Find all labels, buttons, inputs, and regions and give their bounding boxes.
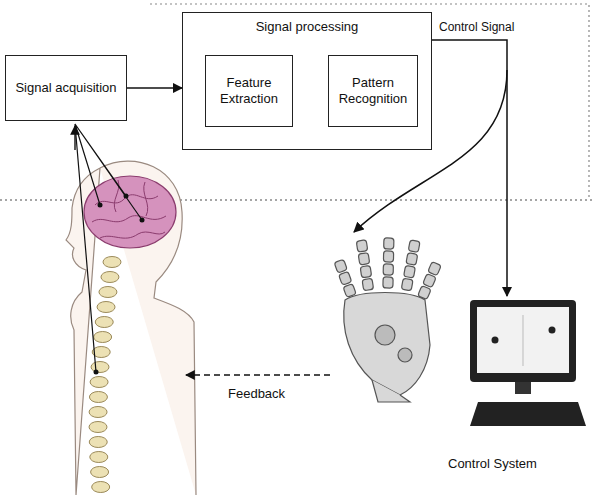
annotation-label: Control Signal [437, 20, 516, 34]
finger-segment [428, 262, 441, 276]
electrode [124, 194, 129, 199]
screen-line [523, 315, 524, 366]
electrode [94, 370, 99, 375]
brain [84, 176, 176, 248]
screen-dot [549, 327, 556, 334]
process-box: Signal acquisition [5, 55, 127, 121]
flow-arrow [127, 87, 182, 89]
control-signal-line [432, 40, 507, 296]
vertebra [89, 437, 107, 448]
finger-segment [334, 259, 347, 273]
finger-segment [401, 278, 413, 291]
region-border [150, 4, 589, 200]
vertebra [103, 257, 121, 268]
monitor [470, 300, 576, 382]
process-box: Pattern Recognition [328, 55, 418, 127]
finger-segment [356, 240, 368, 252]
finger-segment [362, 278, 374, 290]
vertebra [97, 302, 115, 313]
spine [89, 257, 121, 493]
box-label: Signal acquisition [15, 80, 116, 96]
exoskeleton-hand [334, 238, 441, 402]
screen-dot [492, 337, 499, 344]
box-label: Feature Extraction [212, 75, 286, 108]
finger-segment [383, 277, 393, 288]
vertebra [92, 482, 110, 493]
computer [470, 300, 586, 426]
hand-fingers [334, 238, 441, 300]
hand-wrist [372, 380, 410, 402]
hand-joint [375, 325, 395, 345]
group-heading: Signal processing [183, 19, 431, 35]
hand-palm [344, 293, 430, 396]
vertebra [99, 287, 117, 298]
vertebra [101, 272, 119, 283]
vertebra [91, 467, 109, 478]
finger-segment [360, 265, 372, 277]
finger-segment [339, 271, 352, 285]
vertebra [95, 317, 113, 328]
vertebra [89, 392, 107, 403]
electrode-wire [75, 124, 142, 372]
finger-segment [423, 274, 436, 288]
screen [477, 307, 569, 373]
vertebra [89, 422, 107, 433]
feedback-arrow [186, 374, 330, 375]
finger-segment [383, 251, 393, 262]
finger-segment [404, 265, 416, 278]
vertebra [90, 452, 108, 463]
electrode [98, 203, 103, 208]
vertebra [90, 377, 108, 388]
box-label: Pattern Recognition [335, 75, 411, 108]
head-outline [66, 161, 196, 495]
finger-segment [383, 264, 393, 275]
brain-folds [92, 180, 166, 238]
vertebra [89, 407, 107, 418]
annotation-label: Feedback [226, 386, 287, 401]
finger-segment [358, 253, 370, 265]
finger-segment [408, 240, 420, 253]
vertebra [91, 362, 109, 373]
hand-joint [398, 348, 412, 362]
group-box: Signal processingFeature Extraction Patte… [182, 12, 432, 150]
annotation-label: Control System [446, 456, 539, 471]
monitor-stand [515, 382, 531, 394]
finger-segment [384, 238, 394, 249]
finger-segment [418, 286, 431, 300]
electrode [140, 218, 145, 223]
finger-segment [343, 284, 356, 298]
vertebra [94, 332, 112, 343]
signal-arrow [74, 126, 75, 150]
keyboard [470, 402, 586, 426]
finger-segment [406, 253, 418, 266]
process-box: Feature Extraction [205, 55, 293, 127]
